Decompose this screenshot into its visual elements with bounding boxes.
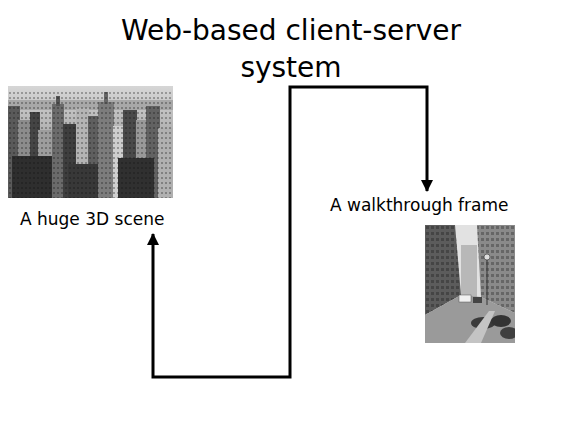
request-response-arrow xyxy=(153,87,427,377)
slide-title: Web-based client-server system xyxy=(81,12,501,86)
city-aerial-photo xyxy=(8,86,173,198)
image-caption: A huge 3D scene xyxy=(20,208,164,230)
image-caption: A walkthrough frame xyxy=(330,194,509,216)
image-caption-node: A huge 3D scene xyxy=(20,208,164,230)
street-view-photo xyxy=(425,225,515,343)
image-caption-node: A walkthrough frame xyxy=(330,194,509,216)
